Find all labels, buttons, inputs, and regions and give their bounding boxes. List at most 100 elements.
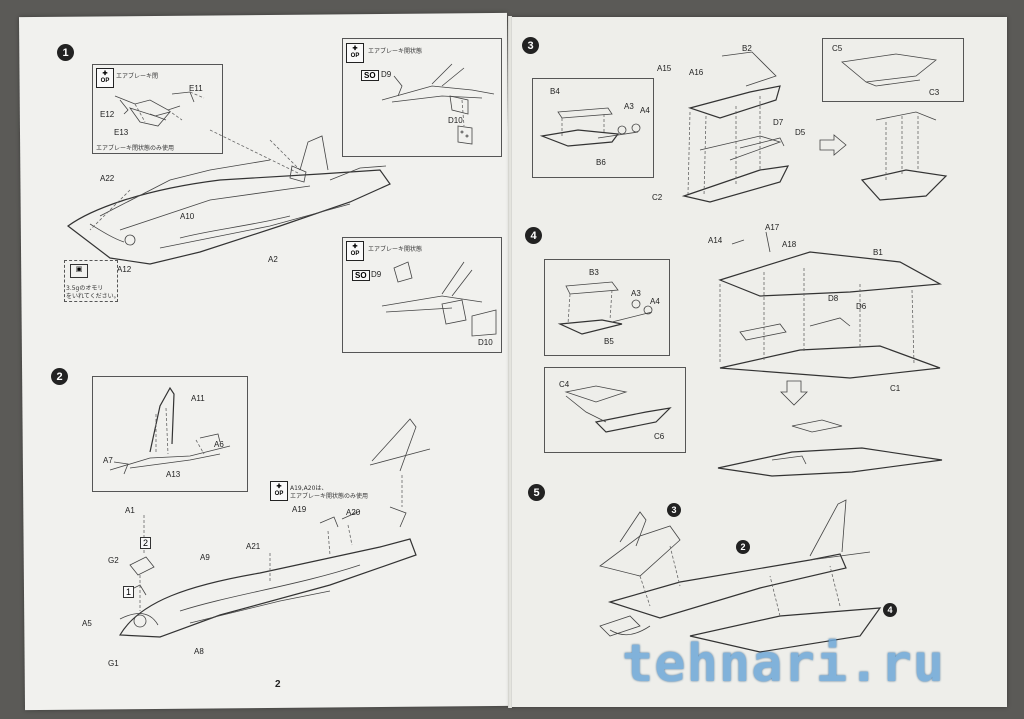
step-3-result-drawing <box>841 53 937 87</box>
part-label: B2 <box>742 44 752 53</box>
weight-note-box <box>64 260 118 302</box>
airbrake-open-detail-box-1 <box>342 38 502 157</box>
airbrake-open-detail-box-2 <box>342 237 502 353</box>
part-label: D9 <box>381 70 392 79</box>
part-label: B6 <box>596 158 606 167</box>
part-label: C4 <box>559 380 570 389</box>
part-label: A5 <box>82 619 92 628</box>
part-label: E12 <box>100 110 115 119</box>
part-label: A4 <box>640 106 650 115</box>
step-4-sub-detail-box <box>544 367 686 453</box>
callout-subassembly-2: 2 <box>736 540 750 554</box>
airbrake-closed-drawing <box>114 91 205 127</box>
option-icon: ✚OP <box>346 241 364 261</box>
sub-step-number: 2 <box>140 537 151 549</box>
option-icon: ✚OP <box>346 43 364 63</box>
part-label: C1 <box>890 384 901 393</box>
step-4-result-drawing <box>717 419 943 477</box>
part-label: A13 <box>166 470 181 479</box>
weight-icon: ▣ <box>70 264 88 278</box>
part-label: A3 <box>631 289 641 298</box>
watermark-text: tehnari.ru <box>622 634 946 694</box>
part-label: A16 <box>689 68 704 77</box>
detail-title: エアブレーキ開状態 <box>368 48 423 55</box>
step-2-fuselage-drawing <box>118 418 431 638</box>
step-4-wing-drawing <box>718 231 943 379</box>
sub-step-number: 1 <box>123 586 134 598</box>
part-label: A19 <box>292 505 307 514</box>
page-fold <box>508 16 512 708</box>
airbrake-closed-detail-box <box>92 64 223 154</box>
part-label: C3 <box>929 88 940 97</box>
part-label: E11 <box>189 84 203 93</box>
sprue-option-badge: SO <box>352 270 370 281</box>
part-label: D6 <box>856 302 867 311</box>
callout-subassembly-4: 4 <box>883 603 897 617</box>
step-3-detail-drawing <box>539 107 641 147</box>
step-4-detail-drawing <box>557 281 653 335</box>
step-3-number: 3 <box>522 37 539 54</box>
part-label: A17 <box>765 223 780 232</box>
step-3-result-box <box>822 38 964 102</box>
part-label: D9 <box>371 270 382 279</box>
part-label: D8 <box>828 294 839 303</box>
step-3-wing-drawing <box>681 51 790 203</box>
part-label: A22 <box>100 174 115 183</box>
part-label: A4 <box>650 297 660 306</box>
arrow-right-icon <box>819 134 847 156</box>
airbrake-open-drawing-1 <box>381 63 495 145</box>
part-label: D7 <box>773 118 784 127</box>
step-4-number: 4 <box>525 227 542 244</box>
step-1-fuselage-drawing <box>66 129 391 265</box>
part-label: C6 <box>654 432 665 441</box>
part-label: D10 <box>448 116 463 125</box>
part-label: B4 <box>550 87 560 96</box>
part-label: A3 <box>624 102 634 111</box>
part-label: B3 <box>589 268 599 277</box>
part-label: A9 <box>200 553 210 562</box>
step-5-number: 5 <box>528 484 545 501</box>
part-label: A14 <box>708 236 723 245</box>
part-label: D10 <box>478 338 493 347</box>
part-label: A12 <box>117 265 132 274</box>
option-icon: ✚OP <box>270 481 288 501</box>
part-label: A1 <box>125 506 135 515</box>
weight-note-line-1: 3.5gのオモリ <box>66 285 104 292</box>
detail-title: エアブレーキ開状態 <box>368 246 423 253</box>
part-label: B1 <box>873 248 883 257</box>
op-note-line-1: A19,A20は、 <box>290 485 328 492</box>
part-label: B5 <box>604 337 614 346</box>
tail-detail-drawing <box>109 386 231 475</box>
step-1-number: 1 <box>57 44 74 61</box>
part-label: A10 <box>180 212 195 221</box>
part-label: A15 <box>657 64 672 73</box>
airbrake-open-drawing-2 <box>381 261 497 337</box>
part-label: E13 <box>114 128 129 137</box>
part-label: C2 <box>652 193 663 202</box>
detail-title: エアブレーキ閉 <box>116 73 159 80</box>
step-4-detail-box <box>544 259 670 356</box>
page-number: 2 <box>275 679 281 690</box>
step-3-assembled-drawing <box>860 111 948 201</box>
step-3-detail-box <box>532 78 654 178</box>
tail-detail-box <box>92 376 248 492</box>
option-icon: ✚OP <box>96 68 114 88</box>
part-label: A6 <box>214 440 224 449</box>
part-label: D5 <box>795 128 806 137</box>
part-label: A20 <box>346 508 361 517</box>
weight-note-line-2: をいれてください。 <box>66 293 120 300</box>
part-label: G2 <box>108 556 119 565</box>
part-label: A18 <box>782 240 797 249</box>
part-label: A2 <box>268 255 278 264</box>
part-label: A11 <box>191 394 205 403</box>
arrow-down-icon <box>780 380 808 406</box>
step-5-final-assembly-drawing <box>599 499 882 653</box>
part-label: A8 <box>194 647 204 656</box>
step-4-sub-detail-drawing <box>564 385 672 433</box>
callout-subassembly-3: 3 <box>667 503 681 517</box>
part-label: G1 <box>108 659 119 668</box>
part-label: A21 <box>246 542 261 551</box>
detail-note: エアブレーキ閉状態のみ使用 <box>96 145 175 152</box>
part-label: C5 <box>832 44 843 53</box>
step-2-number: 2 <box>51 368 68 385</box>
